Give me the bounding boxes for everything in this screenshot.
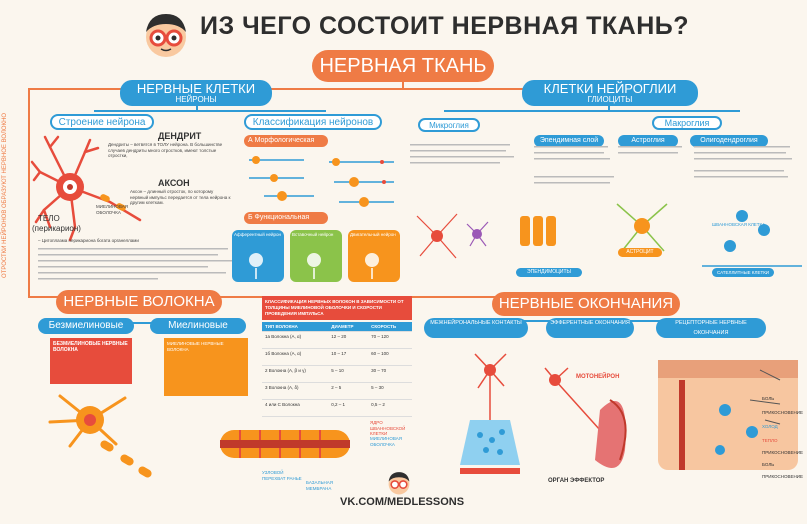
oligodendroglia-pill: Олигодендроглия [690, 135, 768, 147]
table-header: ДИАМЕТР [328, 322, 369, 332]
connector-line [444, 110, 740, 112]
text-lines [38, 246, 238, 282]
myelin-label: МИЕЛИНОВАЯ ОБОЛОЧКА [96, 204, 129, 215]
afferent-label: Афферентный нейрон [234, 232, 281, 237]
myelinated-box: МИЕЛИНОВЫЕ НЕРВНЫЕ ВОЛОКНА [164, 338, 248, 396]
connector-line [28, 88, 30, 298]
connector-line [78, 322, 208, 324]
glia-cells-illustration [412, 196, 802, 286]
receptor-pill: РЕЦЕПТОРНЫЕ НЕРВНЫЕ ОКОНЧАНИЯ [656, 318, 766, 338]
effector-label: ОРГАН ЭФФЕКТОР [548, 478, 605, 484]
sense-pain: БОЛЬ [762, 396, 775, 401]
nucleus-label: ЯДРО ШВАННОВСКОЙ КЛЕТКИ [370, 420, 406, 436]
body-label: ТЕЛО [38, 214, 60, 223]
func-neurons-illustration [234, 244, 400, 280]
fiber-table-title: КЛАССИФИКАЦИЯ НЕРВНЫХ ВОЛОКОН В ЗАВИСИМО… [262, 296, 412, 320]
fiber-illustration [40, 386, 380, 490]
sense-touch-2: ПРИКОСНОВЕНИЕ [762, 450, 804, 455]
interneuron-label: Вставочный нейрон [292, 232, 334, 237]
connector-line [402, 80, 404, 90]
fibers-pill: НЕРВНЫЕ ВОЛОКНА [56, 290, 222, 314]
axon-label: АКСОН [158, 178, 190, 188]
page-title: ИЗ ЧЕГО СОСТОИТ НЕРВНАЯ ТКАНЬ? [200, 12, 689, 40]
neurons-pill: НЕРВНЫЕ КЛЕТКИ НЕЙРОНЫ [120, 80, 272, 106]
sense-touch: ПРИКОСНОВЕНИЕ [762, 410, 804, 415]
satellite-label: САТЕЛЛИТНЫЕ КЛЕТКИ [712, 268, 774, 277]
connector-line [94, 110, 326, 112]
dendrite-label: ДЕНДРИТ [158, 131, 202, 141]
unmyelinated-box: БЕЗМИЕЛИНОВЫЕ НЕРВНЫЕ ВОЛОКНА [50, 338, 132, 384]
neuron-classification-pill: Классификация нейронов [244, 114, 382, 130]
microglia-pill: Микроглия [418, 118, 480, 132]
neuron-illustration [30, 132, 142, 242]
node-label: УЗЛОВОЙ ПЕРЕХВАТ РАНЬЕ [262, 470, 302, 481]
table-header: СКОРОСТЬ [368, 322, 412, 332]
sense-heat: ТЕПЛО [762, 438, 778, 443]
glia-text-block [410, 140, 800, 190]
dendrite-text: Дендриты – ветвятся в ТОЛУ нейрона. В бо… [108, 142, 223, 158]
motoneuron-label: МОТОНЕЙРОН [576, 374, 620, 380]
fiber-myelin-label: МИЕЛИНОВАЯ ОБОЛОЧКА [370, 436, 403, 447]
macroglia-pill: Макроглия [652, 116, 722, 130]
endings-pill: НЕРВНЫЕ ОКОНЧАНИЯ [492, 292, 680, 316]
axon-text: Аксон – длинный отросток, по которому не… [130, 189, 231, 205]
efferent-endings-pill: ЭФФЕРЕНТНЫЕ ОКОНЧАНИЯ [546, 318, 634, 338]
sense-pain-2: БОЛЬ [762, 462, 775, 467]
ependyma-pill: Эпендимная слой [534, 135, 604, 147]
unmyelinated-pill: Безмиелиновые [38, 318, 134, 334]
connector-line [608, 104, 610, 112]
table-header: ТИП ВОЛОКНА [262, 322, 329, 332]
basal-label: БАЗАЛЬНАЯ МЕМБРАНА [306, 480, 334, 491]
connector-line [28, 88, 648, 90]
body-text: – Цитоплазма перикариона богата органелл… [38, 238, 139, 243]
sense-touch-3: ПРИКОСНОВЕНИЕ [762, 474, 804, 479]
connector-line [196, 104, 198, 112]
body-sublabel: (перикарион) [32, 224, 81, 233]
func-pill: Б Функциональная [244, 212, 328, 224]
main-topic-pill: НЕРВНАЯ ТКАНЬ [312, 50, 494, 82]
interneuronal-pill: МЕЖНЕЙРОНАЛЬНЫЕ КОНТАКТЫ [424, 318, 528, 338]
efferent-label: Двигательный нейрон [350, 232, 396, 237]
ependymocytes-label: ЭПЕНДИМОЦИТЫ [516, 268, 582, 277]
morph-pill: А Морфологическая [244, 135, 328, 147]
morph-neurons-illustration [244, 150, 404, 212]
myelinated-pill: Миелиновые [150, 318, 246, 334]
astroglia-pill: Астроглия [618, 135, 678, 147]
sense-cold: ХОЛОД [762, 424, 778, 429]
footer-mascot-icon [386, 470, 412, 496]
glia-pill: КЛЕТКИ НЕЙРОГЛИИ ГЛИОЦИТЫ [522, 80, 698, 106]
site-link[interactable]: VK.COM/MEDLESSONS [340, 496, 465, 508]
astrocyte-label: АСТРОЦИТ [618, 248, 662, 257]
neuron-structure-pill: Строение нейрона [50, 114, 154, 130]
side-note: ОТРОСТКИ НЕЙРОНОВ ОБРАЗУЮТ НЕРВНОЕ ВОЛОК… [2, 112, 8, 278]
mascot-face-icon [141, 10, 191, 60]
schwann-label: ШВАННОВСКАЯ КЛЕТКА [712, 222, 766, 227]
endings-illustration [420, 340, 800, 490]
